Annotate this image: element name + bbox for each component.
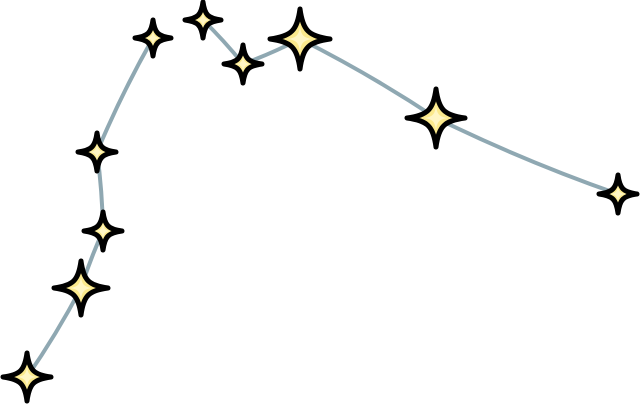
star-highlight — [89, 144, 105, 160]
star-highlight — [195, 12, 211, 28]
star-highlight — [145, 30, 161, 46]
four-point-star-icon — [182, 0, 224, 41]
constellation-lines — [25, 18, 620, 379]
star-highlight — [235, 56, 251, 72]
star-highlight — [16, 366, 38, 388]
star-highlight — [610, 186, 626, 202]
four-point-star-icon — [132, 17, 174, 59]
four-point-star-icon — [221, 42, 265, 86]
star-highlight — [95, 223, 111, 239]
star-highlight — [287, 26, 313, 52]
four-point-star-icon — [404, 86, 468, 150]
four-point-star-icon — [51, 258, 111, 318]
four-point-star-icon — [596, 172, 640, 216]
four-point-star-icon — [267, 6, 333, 72]
four-point-star-icon — [81, 209, 125, 253]
constellation-line — [25, 286, 83, 379]
four-point-star-icon — [0, 350, 54, 404]
constellation-line — [95, 36, 155, 154]
star-highlight — [423, 105, 449, 131]
four-point-star-icon — [75, 130, 119, 174]
constellation-line — [434, 116, 620, 196]
star-highlight — [69, 276, 93, 300]
constellation-line — [298, 37, 438, 120]
